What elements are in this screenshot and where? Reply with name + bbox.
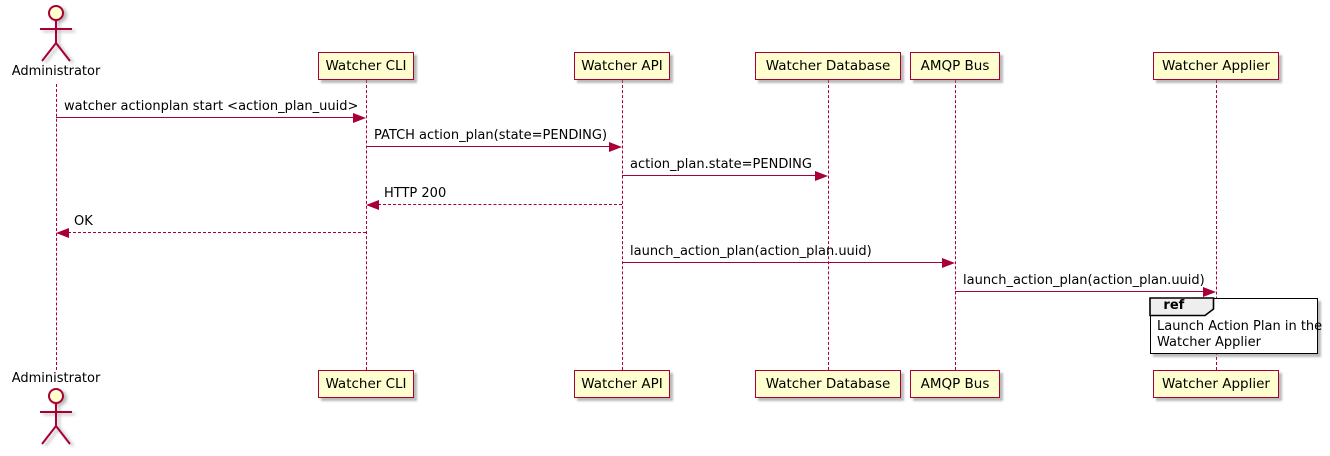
participant-label: Watcher Database xyxy=(765,376,891,392)
message-6-arrowhead xyxy=(942,258,955,268)
participant-label: Watcher Applier xyxy=(1162,376,1270,392)
message-1-line xyxy=(56,117,354,118)
message-5-arrowhead xyxy=(56,228,69,238)
participant-label: Watcher API xyxy=(581,58,663,74)
message-7-label: launch_action_plan(action_plan.uuid) xyxy=(963,273,1205,288)
message-6-label: launch_action_plan(action_plan.uuid) xyxy=(630,244,872,259)
participant-watcher-cli-bottom: Watcher CLI xyxy=(318,370,414,398)
lifeline-administrator xyxy=(56,84,57,370)
message-1-label: watcher actionplan start <action_plan_uu… xyxy=(64,99,359,114)
message-2-label: PATCH action_plan(state=PENDING) xyxy=(374,128,608,143)
message-3-line xyxy=(622,175,816,176)
ref-keyword: ref xyxy=(1163,298,1185,314)
message-3-label: action_plan.state=PENDING xyxy=(630,157,812,172)
actor-icon xyxy=(40,5,72,62)
participant-watcher-database-bottom: Watcher Database xyxy=(755,370,901,398)
participant-watcher-applier-bottom: Watcher Applier xyxy=(1153,370,1279,398)
message-3-arrowhead xyxy=(815,171,828,181)
message-2-arrowhead xyxy=(609,142,622,152)
lifeline-amqp-bus xyxy=(955,80,956,370)
message-5-label: OK xyxy=(74,214,93,229)
message-4-line xyxy=(378,204,622,205)
message-7-arrowhead xyxy=(1203,287,1216,297)
lifeline-watcher-applier xyxy=(1216,80,1217,370)
participant-label: Watcher Applier xyxy=(1162,58,1270,74)
message-1-arrowhead xyxy=(353,113,366,123)
participant-label: Watcher API xyxy=(581,376,663,392)
message-5-line xyxy=(68,232,366,233)
participant-label: AMQP Bus xyxy=(920,376,990,392)
message-4-label: HTTP 200 xyxy=(384,186,447,201)
actor-administrator-label-bottom: Administrator xyxy=(11,371,101,386)
lifeline-watcher-api xyxy=(622,80,623,370)
actor-administrator-top xyxy=(36,4,76,68)
participant-amqp-bus-bottom: AMQP Bus xyxy=(910,370,1000,398)
ref-tab-shape xyxy=(1149,297,1215,317)
participant-watcher-api-bottom: Watcher API xyxy=(574,370,670,398)
participant-label: Watcher CLI xyxy=(325,58,407,74)
lifeline-watcher-cli xyxy=(366,80,367,370)
ref-text-line: Watcher Applier xyxy=(1157,335,1261,350)
actor-administrator-label-top: Administrator xyxy=(11,64,101,79)
participant-label: Watcher Database xyxy=(765,58,891,74)
ref-tab: ref xyxy=(1149,297,1215,317)
participant-amqp-bus-top: AMQP Bus xyxy=(910,52,1000,80)
actor-icon xyxy=(40,388,72,445)
ref-text: Launch Action Plan in the Watcher Applie… xyxy=(1157,319,1322,351)
participant-watcher-api-top: Watcher API xyxy=(574,52,670,80)
ref-text-line: Launch Action Plan in the xyxy=(1157,319,1323,334)
message-6-line xyxy=(622,262,943,263)
ref-fragment: ref Launch Action Plan in the Watcher Ap… xyxy=(1149,297,1322,354)
participant-watcher-cli-top: Watcher CLI xyxy=(318,52,414,80)
participant-watcher-database-top: Watcher Database xyxy=(755,52,901,80)
participant-label: Watcher CLI xyxy=(325,376,407,392)
participant-label: AMQP Bus xyxy=(920,58,990,74)
lifeline-watcher-database xyxy=(828,80,829,370)
participant-watcher-applier-top: Watcher Applier xyxy=(1153,52,1279,80)
actor-administrator-bottom xyxy=(36,387,76,451)
message-4-arrowhead xyxy=(366,200,379,210)
message-2-line xyxy=(366,146,610,147)
message-7-line xyxy=(955,291,1204,292)
